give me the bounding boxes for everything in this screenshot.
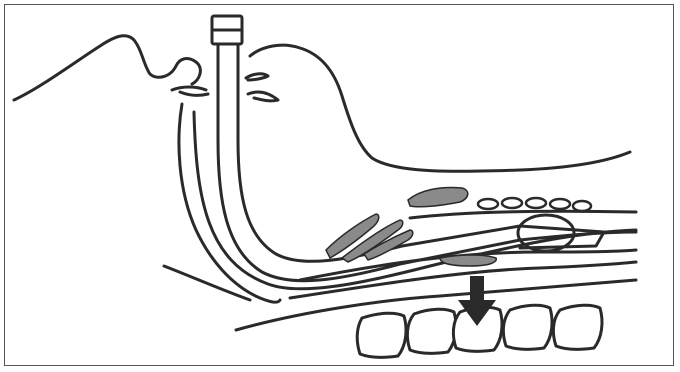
esophageal-bolus [440,255,496,266]
tracheal-ring-2 [502,198,522,208]
vertebra-2 [407,309,456,353]
vertebra-4 [503,305,552,349]
epiglottis-tissue [408,188,468,207]
endotracheal-tube-inner [238,44,520,261]
esophagus-lower-wall [290,262,636,298]
vertebra-5 [553,305,602,349]
back-of-head-outline [250,45,630,171]
upper-lip [172,87,206,90]
tube-cuff [518,215,574,251]
upper-teeth [246,74,268,80]
tracheal-ring-1 [478,199,498,209]
tracheal-ring-4 [550,199,570,209]
tracheal-ring-3 [526,198,546,208]
lower-lip [180,92,208,95]
lower-teeth [248,92,278,101]
tracheal-ring-5 [573,201,591,211]
trachea-posterior-wall [520,232,636,240]
vertebra-1 [357,313,406,357]
trachea-anterior-wall [410,211,636,218]
